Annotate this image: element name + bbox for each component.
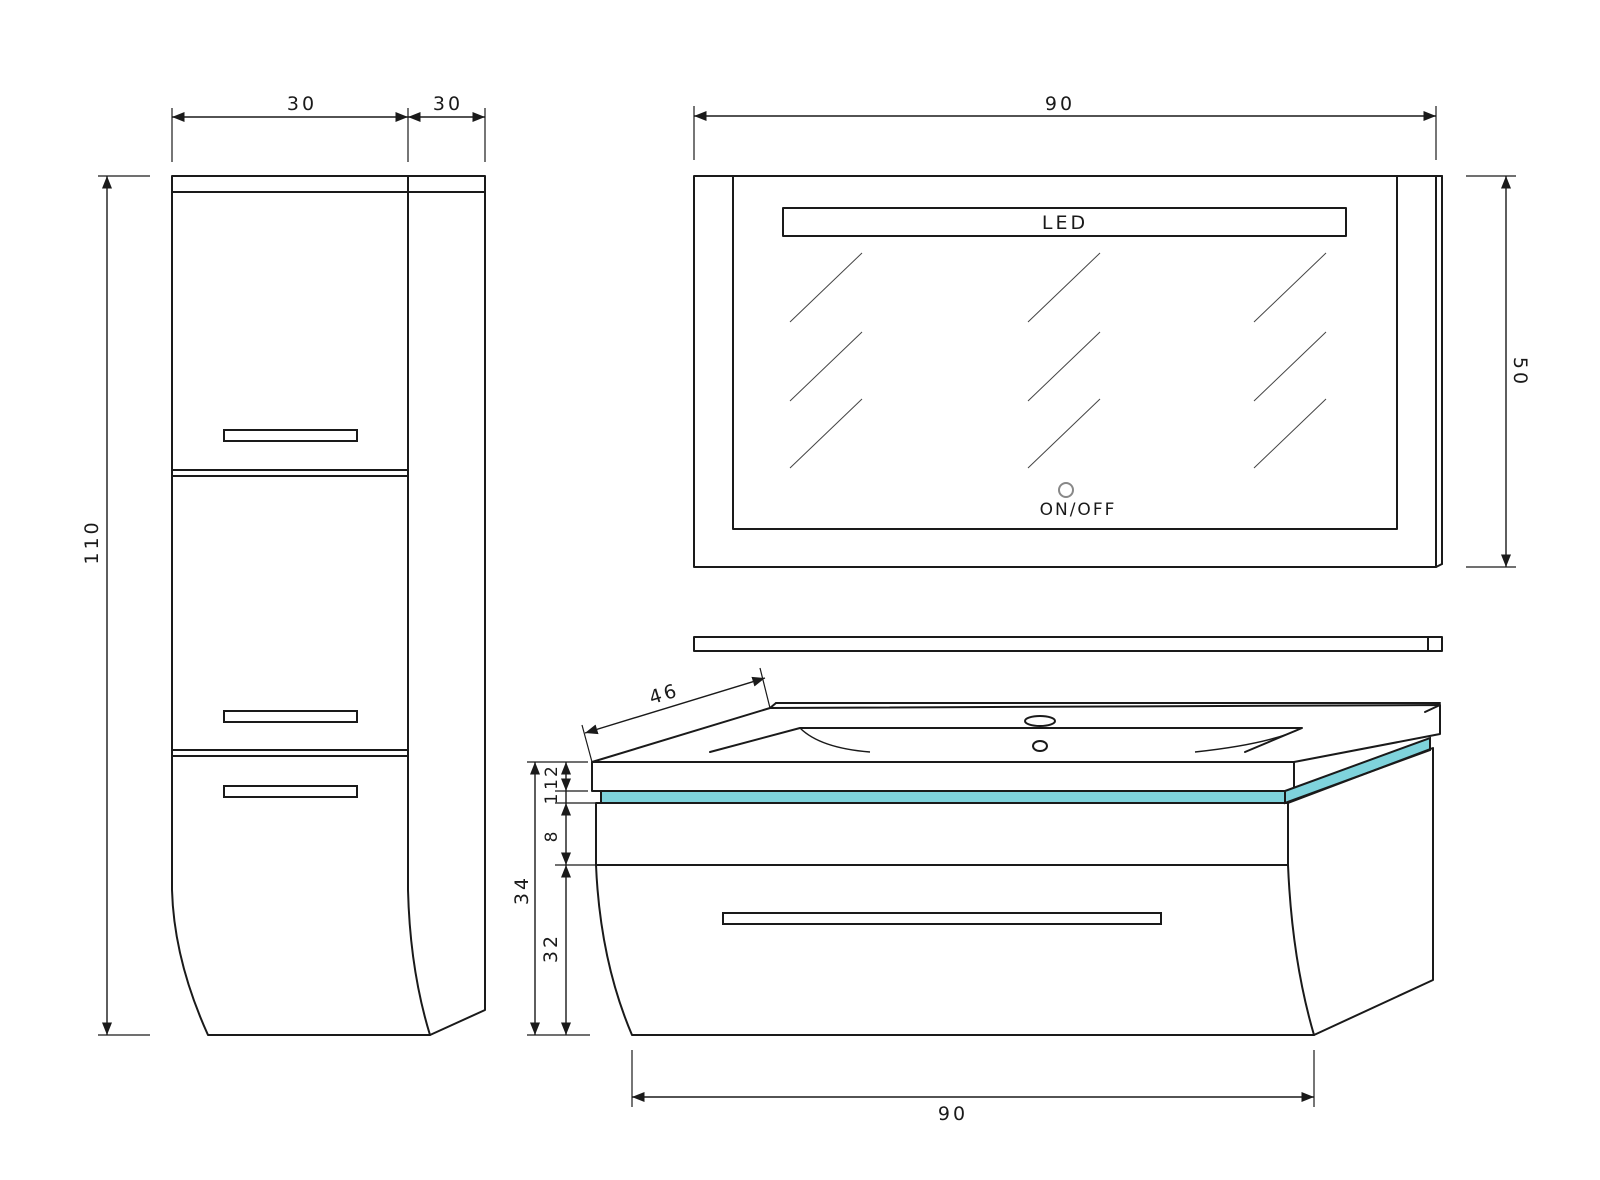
vanity-basin — [709, 727, 1303, 753]
vanity-drawer-front — [595, 864, 1315, 1036]
vanity-tap-hole — [1024, 715, 1056, 727]
vanity-countertop-front — [591, 761, 1295, 792]
mirror-dimensions: 90 50 — [693, 93, 1531, 568]
vanity — [591, 702, 1441, 1036]
mirror-led-bar — [782, 207, 1347, 237]
tall-cabinet-handle-3 — [223, 785, 358, 798]
dim-side-width: 30 — [433, 93, 463, 115]
mirror-reflection-lines — [789, 252, 1327, 469]
tall-cabinet-handle-2 — [223, 710, 358, 723]
vanity-led-strip-front — [600, 790, 1286, 804]
tall-cabinet-handle-1 — [223, 429, 358, 442]
vanity-dimensions: 46 34 12 1 8 32 90 — [511, 667, 1315, 1125]
dim-vanity-width: 90 — [938, 1103, 968, 1125]
dim-led-gap: 1 — [542, 792, 562, 805]
dim-mirror-width: 90 — [1045, 93, 1075, 115]
mirror: LED ON/OFF — [693, 175, 1443, 568]
dim-line-vanity-depth — [584, 676, 766, 735]
vanity-countertop-top — [591, 704, 1441, 763]
mirror-switch-label: ON/OFF — [1040, 500, 1117, 520]
mirror-shelf — [693, 636, 1443, 652]
dim-cabinet-height: 110 — [81, 519, 103, 564]
dim-drawer-height: 32 — [540, 933, 562, 963]
tall-cabinet-dimensions: 30 30 110 — [81, 93, 486, 1036]
tall-cabinet-front — [171, 191, 431, 1036]
tall-cabinet-top-cap — [171, 175, 409, 193]
dim-vanity-height: 34 — [511, 875, 533, 905]
tall-cabinet-side-cap — [407, 175, 486, 193]
mirror-switch-icon — [1058, 482, 1074, 498]
vanity-drawer-handle — [722, 912, 1162, 925]
vanity-upper-panel — [595, 802, 1289, 866]
dim-upper-panel: 8 — [542, 830, 562, 843]
vanity-drain — [1032, 740, 1048, 752]
mirror-shelf-body — [693, 636, 1443, 652]
tall-cabinet — [171, 175, 486, 1036]
vanity-side — [1287, 747, 1434, 1036]
dim-top-thickness: 12 — [542, 764, 562, 790]
dim-mirror-height: 50 — [1509, 357, 1531, 387]
mirror-led-label: LED — [1042, 212, 1088, 234]
dim-front-width: 30 — [287, 93, 317, 115]
tall-cabinet-side — [429, 191, 486, 1036]
vanity-led-strip-side — [1284, 736, 1431, 805]
mirror-glass — [732, 175, 1398, 530]
